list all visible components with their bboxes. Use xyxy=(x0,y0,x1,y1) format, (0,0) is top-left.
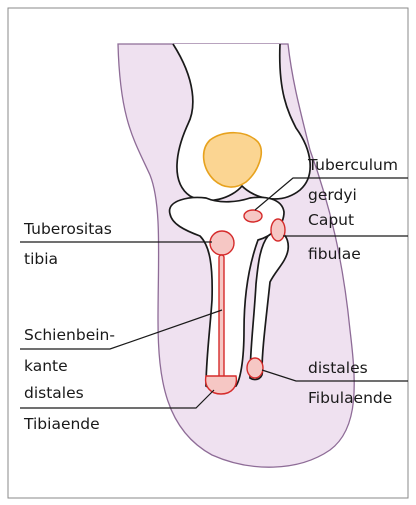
distales-fibulaende-mark xyxy=(247,358,263,378)
label-tuberositas-line1: Tuberositas xyxy=(23,220,112,238)
label-distales-tib-line1: distales xyxy=(24,384,84,402)
label-caput-line2: fibulae xyxy=(308,245,361,263)
caput-fibulae-mark xyxy=(271,219,285,241)
label-distales-tib-line2: Tibiaende xyxy=(23,415,100,433)
label-tuberositas-line2: tibia xyxy=(24,250,58,268)
label-distales-fib-line1: distales xyxy=(308,359,368,377)
tuberculum-gerdyi-mark xyxy=(244,210,262,222)
label-tuberculum-line1: Tuberculum xyxy=(307,156,398,174)
label-schienbein-line2: kante xyxy=(24,357,68,375)
distales-tibiaende-mark xyxy=(206,376,237,394)
label-caput-line1: Caput xyxy=(308,211,354,229)
schienbeinkante-mark xyxy=(219,255,224,378)
label-distales-fib-line2: Fibulaende xyxy=(308,389,392,407)
label-tuberculum-line2: gerdyi xyxy=(308,186,357,204)
tuberositas-tibia-mark xyxy=(210,231,234,255)
label-schienbein-line1: Schienbein- xyxy=(24,326,115,344)
